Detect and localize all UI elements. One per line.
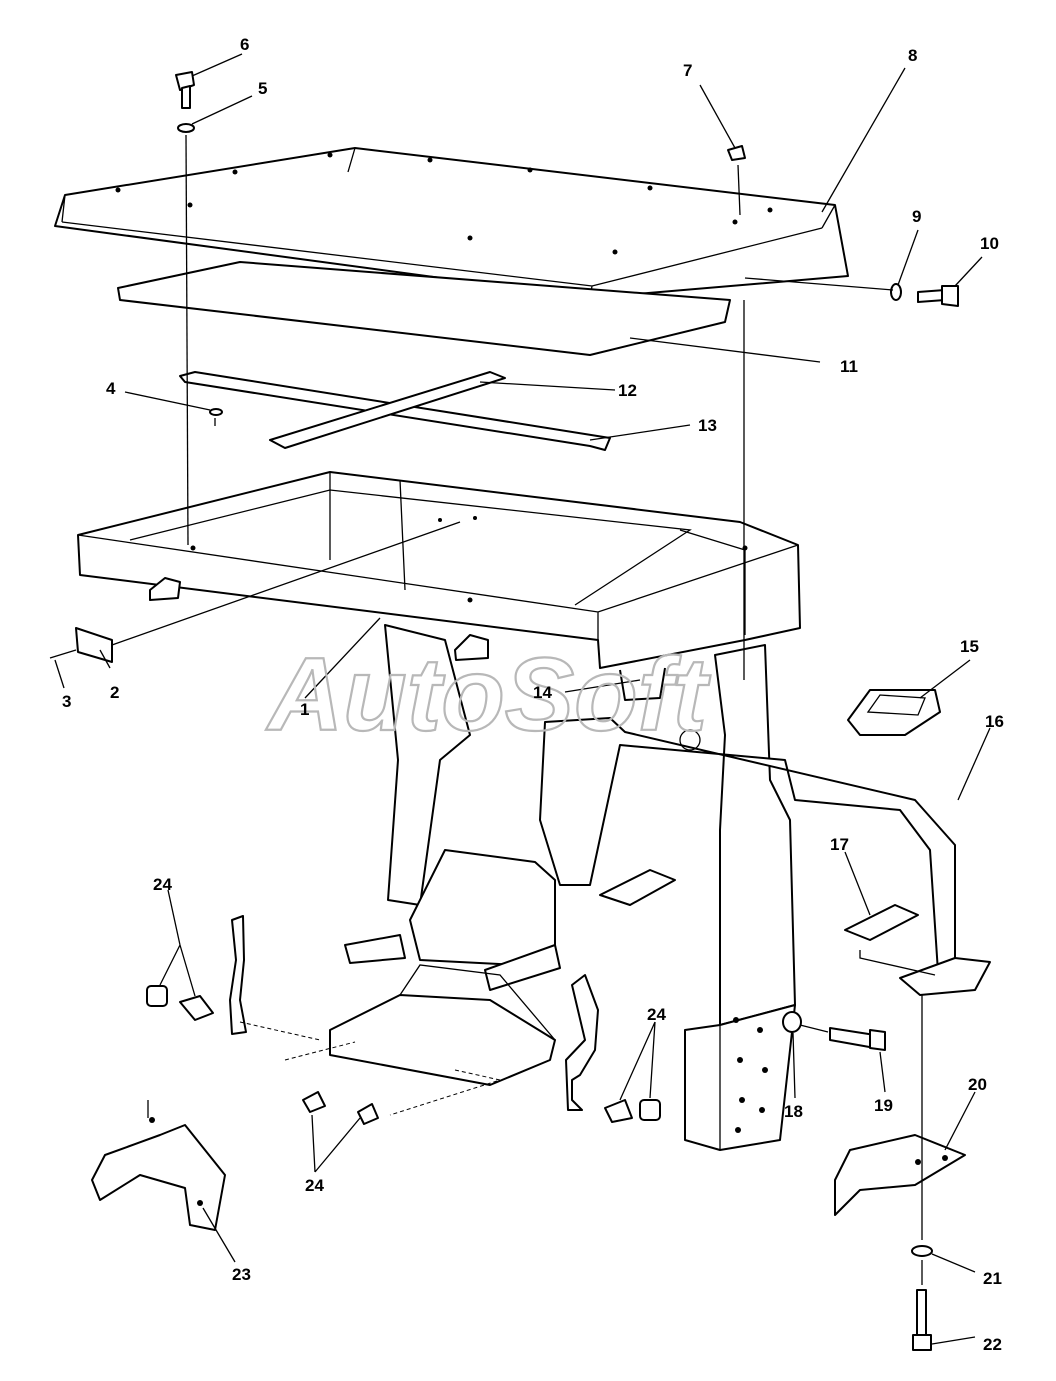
callout-leaders <box>54 53 991 1345</box>
callout-18: 18 <box>784 1102 803 1121</box>
callout-5: 5 <box>258 79 267 98</box>
seat-belt-left <box>146 915 321 1041</box>
seat-belt-right <box>302 974 661 1125</box>
callout-3: 3 <box>62 692 71 711</box>
callout-24-bottom: 24 <box>305 1176 324 1195</box>
fasteners <box>175 71 959 1351</box>
floor-bracket <box>539 717 991 996</box>
callout-7: 7 <box>683 61 692 80</box>
cab-frame <box>77 471 801 1151</box>
mount-bracket-left <box>91 1117 226 1231</box>
grommet-cover <box>847 689 941 736</box>
callout-22: 22 <box>983 1335 1002 1354</box>
operator-seat <box>284 849 561 1116</box>
callout-1: 1 <box>300 700 309 719</box>
roof-panel <box>54 147 849 299</box>
callout-17: 17 <box>830 835 849 854</box>
small-plate <box>49 627 113 663</box>
callout-11: 11 <box>840 357 858 376</box>
callout-10: 10 <box>980 234 999 253</box>
callout-6: 6 <box>240 35 249 54</box>
callout-23: 23 <box>232 1265 251 1284</box>
callout-16: 16 <box>985 712 1004 731</box>
callout-21: 21 <box>983 1269 1002 1288</box>
callout-labels: 1 2 3 4 5 6 7 8 9 10 11 12 13 14 15 16 1… <box>62 35 1004 1354</box>
watermark: AutoSoft <box>265 637 711 753</box>
mount-bracket-right <box>834 1134 966 1216</box>
callout-12: 12 <box>618 381 637 400</box>
callout-20: 20 <box>968 1075 987 1094</box>
shim-plates <box>599 869 919 941</box>
callout-14: 14 <box>533 683 552 702</box>
roof-liner <box>117 261 731 356</box>
cross-strips <box>179 371 611 451</box>
callout-24-left: 24 <box>153 875 172 894</box>
alignment-lines <box>111 134 936 1285</box>
callout-9: 9 <box>912 207 921 226</box>
callout-24-right: 24 <box>647 1005 666 1024</box>
callout-13: 13 <box>698 416 717 435</box>
callout-2: 2 <box>110 683 119 702</box>
callout-19: 19 <box>874 1096 893 1115</box>
callout-15: 15 <box>960 637 979 656</box>
callout-4: 4 <box>106 379 116 398</box>
callout-8: 8 <box>908 46 917 65</box>
